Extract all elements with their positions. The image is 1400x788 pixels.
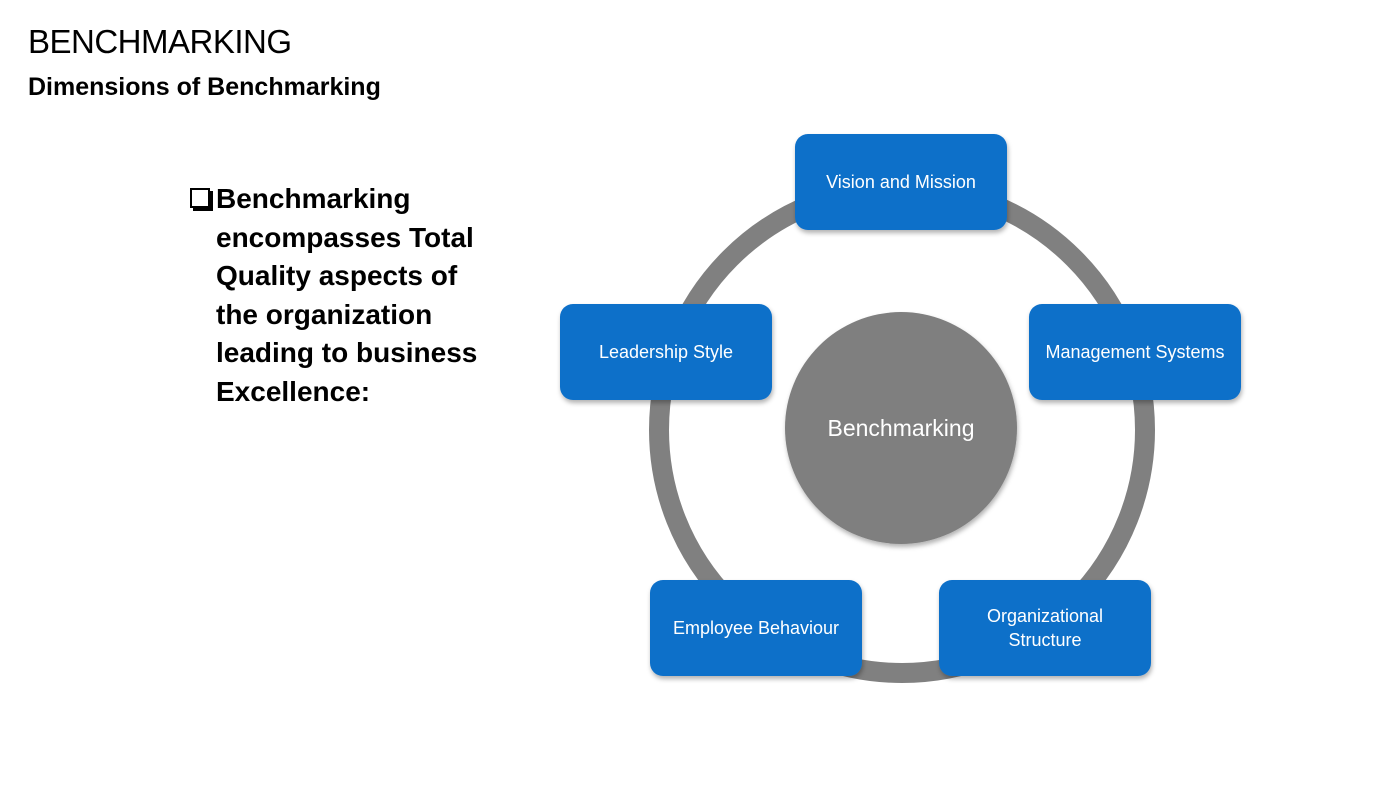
node-label-leadership: Leadership Style	[599, 342, 733, 362]
node-management: Management Systems	[1029, 304, 1241, 400]
center-label: Benchmarking	[827, 415, 974, 441]
node-employee: Employee Behaviour	[650, 580, 862, 676]
center-circle	[785, 312, 1017, 544]
bullet-point: Benchmarking encompasses Total Quality a…	[190, 180, 500, 411]
node-box-org-structure	[939, 580, 1151, 676]
node-vision: Vision and Mission	[795, 134, 1007, 230]
checkbox-bullet-icon	[190, 188, 210, 208]
node-label-vision: Vision and Mission	[826, 172, 976, 192]
node-leadership: Leadership Style	[560, 304, 772, 400]
node-box-vision	[795, 134, 1007, 230]
slide-subtitle: Dimensions of Benchmarking	[28, 73, 381, 101]
bullet-text: Benchmarking encompasses Total Quality a…	[216, 183, 478, 407]
slide-title: BENCHMARKING	[28, 23, 292, 60]
node-label-management: Management Systems	[1045, 342, 1224, 362]
node-box-leadership	[560, 304, 772, 400]
node-label-org-structure: Organizational	[987, 606, 1103, 626]
node-label-org-structure: Structure	[1008, 630, 1081, 650]
node-box-employee	[650, 580, 862, 676]
node-label-employee: Employee Behaviour	[673, 618, 839, 638]
node-box-management	[1029, 304, 1241, 400]
